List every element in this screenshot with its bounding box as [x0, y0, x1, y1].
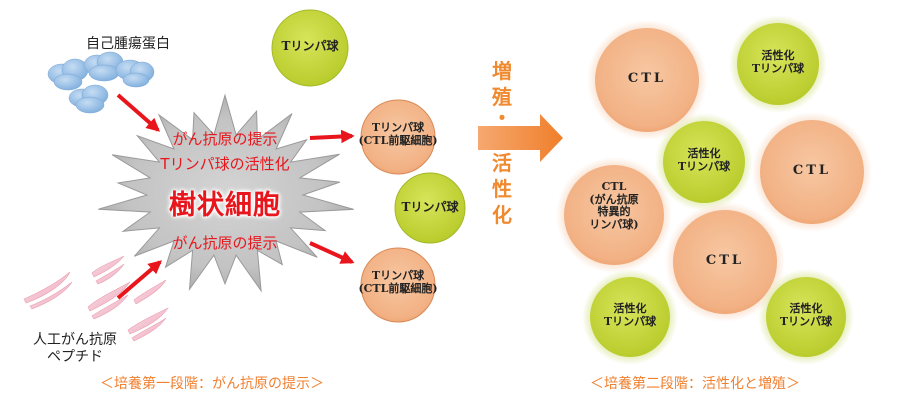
stage1-caption: ＜培養第一段階：がん抗原の提示＞	[100, 376, 324, 392]
arrow-protein-to-dc	[116, 93, 161, 132]
left-cells	[271, 9, 466, 323]
peptide-label-line1: 人工がん抗原	[33, 332, 117, 348]
precursor-cell-1	[360, 99, 436, 175]
feather-icon	[23, 255, 169, 342]
prolif-char-2: 殖	[492, 85, 512, 109]
ctl-specific-line1: CTL	[601, 180, 627, 193]
ctl-specific-line2: (がん抗原	[589, 192, 639, 206]
ctl-right	[760, 120, 864, 224]
cloud-icon	[47, 51, 155, 114]
t-cell-middle	[394, 172, 466, 244]
precursor-1-line1: Tリンパ球	[371, 121, 425, 134]
prolif-char-4: 活	[492, 151, 512, 175]
proliferation-label-bottom: 活 性 化	[485, 150, 519, 228]
dc-text-antigen-presentation-bottom: がん抗原の提示	[172, 234, 278, 252]
precursor-2-line1: Tリンパ球	[371, 269, 425, 282]
proliferation-arrow	[478, 114, 563, 162]
precursor-1-line2: (CTL前駆細胞)	[358, 133, 438, 147]
proliferation-label-top: 増 殖 ・	[485, 58, 519, 130]
prolif-char-3: ・	[492, 106, 512, 130]
dendritic-cell-shape	[98, 93, 354, 293]
active-t-bottom-left-line1: 活性化	[613, 302, 647, 315]
active-t-top-label: 活性化 Tリンパ球	[738, 49, 818, 75]
active-t-top-line1: 活性化	[761, 49, 795, 62]
active-t-bottom-right-line1: 活性化	[789, 302, 823, 315]
dc-text-antigen-presentation-top: がん抗原の提示	[172, 130, 278, 148]
active-t-top-line2: Tリンパ球	[751, 61, 805, 75]
ctl-right-label: CTL	[792, 163, 832, 178]
ctl-center	[673, 210, 777, 314]
prolif-char-5: 性	[492, 177, 512, 201]
active-t-bottom-left	[590, 277, 670, 357]
tumor-protein-label: 自己腫瘍蛋白	[86, 36, 170, 52]
ctl-specific-line4: リンパ球)	[589, 217, 639, 231]
active-t-mid-label: 活性化 Tリンパ球	[664, 147, 744, 173]
t-cell-top-label: Tリンパ球	[281, 39, 339, 53]
active-t-bottom-left-line2: Tリンパ球	[603, 314, 657, 328]
active-t-bottom-left-label: 活性化 Tリンパ球	[590, 302, 670, 328]
active-t-mid-line1: 活性化	[687, 147, 721, 160]
prolif-char-1: 増	[492, 59, 512, 83]
active-t-top	[737, 23, 819, 105]
active-t-mid-line2: Tリンパ球	[677, 159, 731, 173]
ctl-top	[595, 28, 699, 132]
right-cells	[556, 15, 872, 365]
active-t-bottom-right-line2: Tリンパ球	[779, 314, 833, 328]
active-t-bottom-right-label: 活性化 Tリンパ球	[766, 302, 846, 328]
peptide-label: 人工がん抗原 ペプチド	[20, 332, 130, 366]
dendritic-cell-title: 樹状細胞	[169, 190, 281, 221]
t-cell-middle-label: Tリンパ球	[401, 200, 459, 214]
arrow-peptide-to-dc	[116, 260, 163, 300]
red-arrows	[116, 93, 355, 300]
precursor-cell-2	[360, 247, 436, 323]
ctl-specific-label: CTL (がん抗原 特異的 リンパ球)	[570, 180, 658, 232]
precursor-2-line2: (CTL前駆細胞)	[358, 281, 438, 295]
prolif-char-6: 化	[492, 203, 512, 227]
ctl-specific	[564, 165, 664, 265]
ctl-specific-line3: 特異的	[597, 205, 631, 219]
dc-text-t-activation: Tリンパ球の活性化	[160, 155, 290, 173]
stage2-caption: ＜培養第二段階：活性化と増殖＞	[590, 376, 800, 392]
arrow-dc-to-precursor-2	[309, 241, 355, 264]
peptide-label-line2: ペプチド	[47, 348, 103, 365]
ctl-center-label: CTL	[705, 253, 745, 268]
active-t-bottom-right	[766, 277, 846, 357]
precursor-1-label: Tリンパ球 (CTL前駆細胞)	[358, 121, 438, 147]
t-cell-top	[271, 9, 349, 87]
precursor-2-label: Tリンパ球 (CTL前駆細胞)	[358, 269, 438, 295]
active-t-mid	[663, 121, 745, 203]
arrow-dc-to-precursor-1	[309, 129, 355, 144]
ctl-top-label: CTL	[627, 71, 667, 86]
